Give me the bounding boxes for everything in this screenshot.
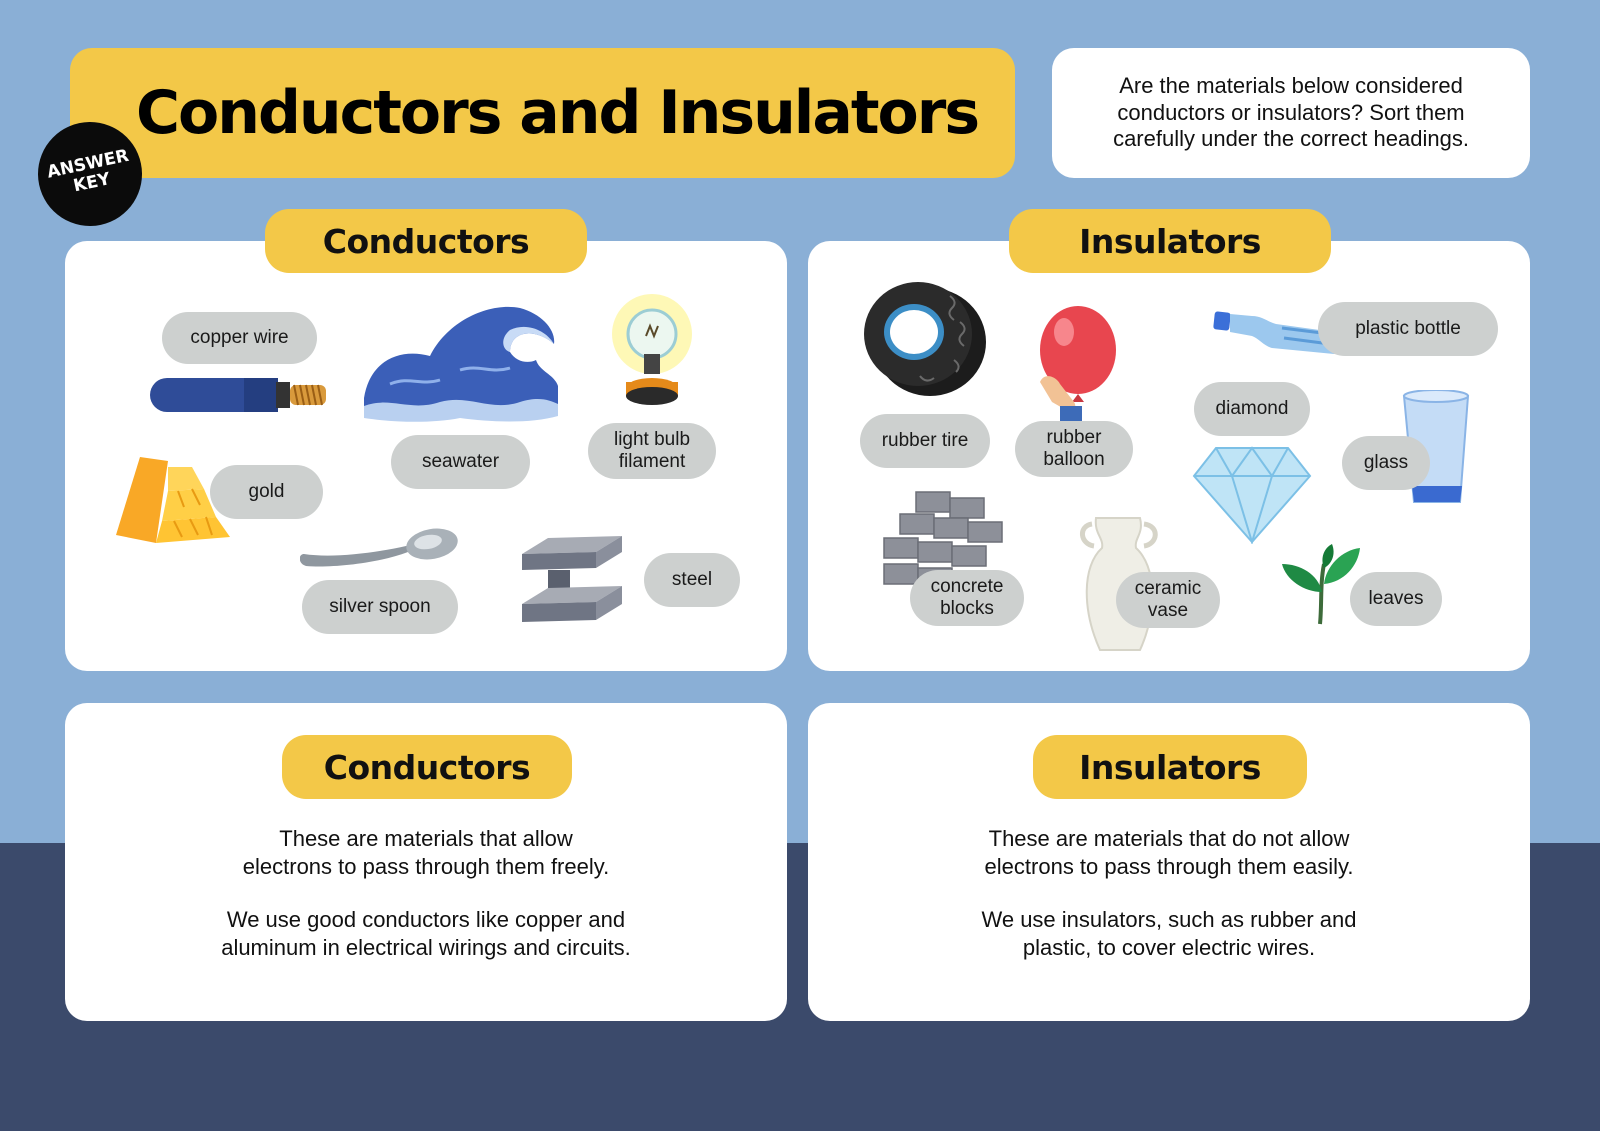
insulators-definition-line1: These are materials that do not allow el… xyxy=(984,826,1354,879)
rubber-tire-icon xyxy=(864,282,986,396)
label-leaves: leaves xyxy=(1350,572,1442,626)
label-plastic-bottle: plastic bottle xyxy=(1318,302,1498,356)
seawater-wave-icon xyxy=(364,306,558,422)
leaves-icon xyxy=(1282,544,1360,625)
silver-spoon-icon xyxy=(300,528,458,567)
diamond-icon xyxy=(1192,446,1312,544)
label-glass: glass xyxy=(1342,436,1430,490)
label-diamond: diamond xyxy=(1194,382,1310,436)
steel-beam-icon xyxy=(522,536,622,622)
conductors-definition-heading: Conductors xyxy=(282,735,572,799)
conductors-definition-line2: We use good conductors like copper and a… xyxy=(221,907,631,960)
label-concrete-blocks: concrete blocks xyxy=(910,570,1024,626)
insulators-definition-line2: We use insulators, such as rubber and pl… xyxy=(981,907,1357,960)
gold-bars-icon xyxy=(116,457,230,543)
insulators-sort-heading: Insulators xyxy=(1009,209,1331,273)
label-copper-wire: copper wire xyxy=(162,312,317,364)
label-ceramic-vase: ceramic vase xyxy=(1116,572,1220,628)
label-light-bulb-filament: light bulb filament xyxy=(588,423,716,479)
title-banner: Conductors and Insulators xyxy=(70,48,1015,178)
copper-wire-icon xyxy=(150,378,326,412)
label-gold: gold xyxy=(210,465,323,519)
label-steel: steel xyxy=(644,553,740,607)
page-title: Conductors and Insulators xyxy=(136,78,980,148)
label-rubber-balloon: rubber balloon xyxy=(1015,421,1133,477)
light-bulb-icon xyxy=(612,294,692,405)
label-rubber-tire: rubber tire xyxy=(860,414,990,468)
conductors-sort-heading: Conductors xyxy=(265,209,587,273)
insulators-definition-text: These are materials that do not allow el… xyxy=(808,825,1530,961)
conductors-definition-line1: These are materials that allow electrons… xyxy=(242,826,610,879)
label-seawater: seawater xyxy=(391,435,530,489)
label-silver-spoon: silver spoon xyxy=(302,580,458,634)
insulators-definition-heading: Insulators xyxy=(1033,735,1307,799)
rubber-balloon-icon xyxy=(1040,306,1116,426)
instructions-box: Are the materials below considered condu… xyxy=(1052,48,1530,178)
conductors-definition-text: These are materials that allow electrons… xyxy=(65,825,787,961)
